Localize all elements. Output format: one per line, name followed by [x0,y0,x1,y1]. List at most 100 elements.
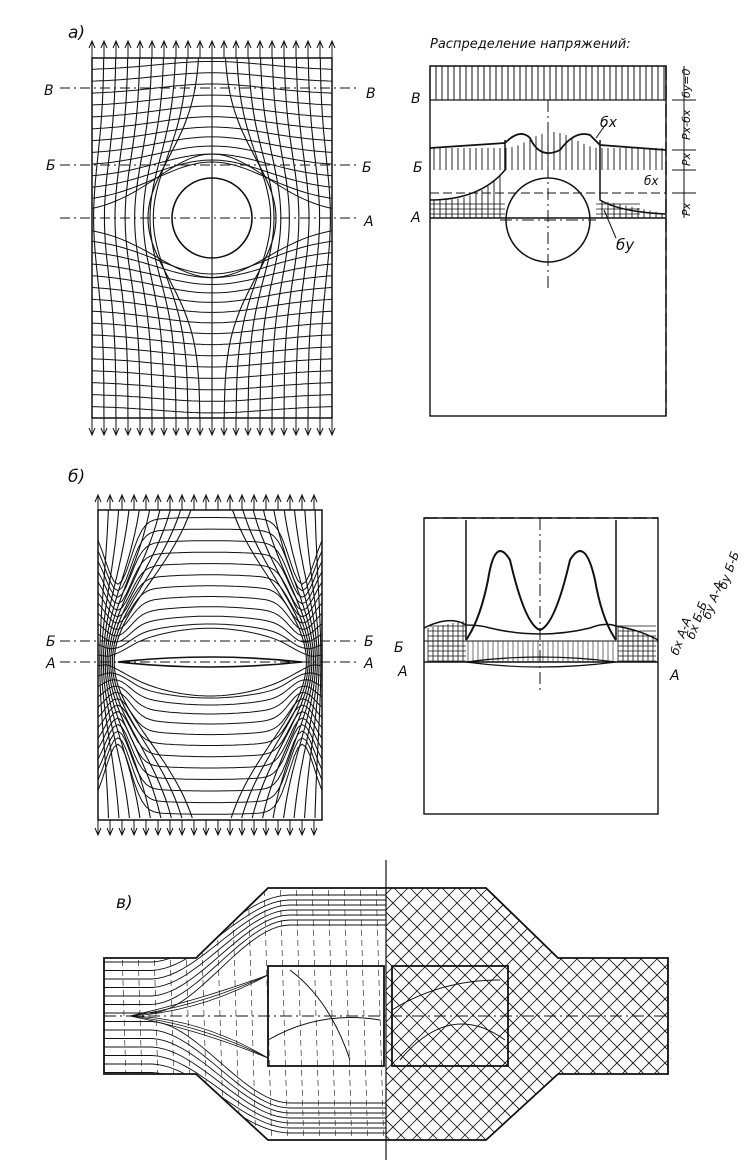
b-sigma-y-curve [423,619,659,641]
mesh-line-antidiagonal [738,880,749,1150]
trajectory-horizontal [97,737,323,804]
mesh-spacer [0,870,386,1160]
joint-dashed-trajectory [215,888,225,1140]
b-label-sy-bb: бy Б-Б [716,549,743,591]
load-arrowhead-top [130,493,138,503]
trajectory-vertical [152,57,189,419]
trajectory-vertical [303,509,320,819]
joint-trajectory-fan [129,1015,269,1059]
load-arrowhead-top [274,493,282,503]
stress-band-b [433,132,663,170]
trajectory-horizontal [97,517,323,585]
load-arrowhead-bottom [220,427,228,437]
mesh-line-diagonal [386,888,497,1140]
mesh-line-antidiagonal [465,888,668,1140]
load-arrowhead-top [232,39,240,49]
load-arrowhead-bottom [292,427,300,437]
trajectory-vertical [104,509,141,819]
mesh-line-antidiagonal [449,888,668,1140]
mesh-line-antidiagonal [706,880,749,1150]
trajectory-horizontal [97,672,323,699]
load-arrowhead-bottom [88,427,96,437]
b-dist-label-b: Б [394,640,404,656]
load-arrowhead-bottom [202,827,210,837]
trajectory-horizontal [97,528,323,592]
load-arrowhead-bottom [208,427,216,437]
load-arrowhead-top [106,493,114,503]
mesh-line-diagonal [66,880,336,1150]
trajectory-vertical [103,57,117,419]
joint-dashed-trajectory [327,888,337,1140]
trajectory-horizontal [91,60,333,70]
trajectory-horizontal [91,370,333,379]
panel-a-circular-hole [171,177,253,259]
trajectory-horizontal [97,679,323,706]
trajectory-vertical [101,509,120,819]
load-arrowhead-bottom [316,427,324,437]
load-arrowhead-bottom [178,827,186,837]
trajectory-horizontal [97,627,323,657]
trajectory-horizontal [97,574,323,618]
joint-dashed-trajectory [375,888,385,1140]
mesh-line-diagonal [706,880,749,1150]
joint-right-mesh [0,870,749,1160]
section-label-v-left: В [44,83,54,99]
trajectory-horizontal [91,116,333,130]
load-arrowhead-top [280,39,288,49]
panel-a-stress-distribution: Распределение напряжений: В Б А бx бx бy… [410,37,696,417]
mesh-line-diagonal [82,880,352,1150]
mesh-line-diagonal [641,888,668,1140]
load-arrowhead-top [172,39,180,49]
mesh-line-antidiagonal [386,888,577,1140]
load-arrowhead-top [196,39,204,49]
b-label-b-right: Б [364,634,374,650]
sigma-x-curve-a-left [429,140,506,201]
stress-band-a [430,175,663,218]
mesh-line-diagonal [738,880,749,1150]
mesh-line-antidiagonal [674,880,749,1150]
trajectory-horizontal [91,358,333,368]
joint-dashed-trajectory [359,888,369,1140]
trajectory-horizontal [91,105,333,118]
trajectory-horizontal [91,346,333,357]
load-arrowhead-top [310,493,318,503]
mesh-line-diagonal [722,880,749,1150]
load-arrowhead-top [166,493,174,503]
mesh-line-antidiagonal [386,888,465,1140]
joint-dashed-trajectory [167,888,177,1140]
trajectory-horizontal [97,623,323,650]
mesh-line-diagonal [529,888,668,1140]
trajectory-horizontal [91,263,333,286]
mesh-line-diagonal [386,888,433,1140]
trajectory-horizontal [97,724,323,781]
joint-dashed-trajectory [295,888,305,1140]
b-label-b-left: Б [46,634,56,650]
mesh-line-antidiagonal [386,888,561,1140]
distribution-title: Распределение напряжений: [430,37,631,52]
load-arrowhead-bottom [328,427,336,437]
load-arrowhead-bottom [268,427,276,437]
joint-trajectory [104,1063,386,1129]
b-dist-label-a-right: А [669,668,680,684]
trajectory-horizontal [97,730,323,792]
joint-trajectory-fan [129,1015,269,1059]
load-arrowhead-top [124,39,132,49]
load-arrowhead-bottom [256,427,264,437]
joint-dashed-trajectory [231,888,241,1140]
trajectory-horizontal [97,615,323,643]
section-label-b-left: Б [46,158,56,174]
mesh-line-diagonal [690,880,749,1150]
joint-trajectory-fan [129,974,269,1017]
load-arrowhead-bottom [244,427,252,437]
joint-trajectory [104,914,386,997]
load-arrowhead-bottom [166,827,174,837]
trajectory-horizontal [91,126,333,142]
load-arrowhead-bottom [232,427,240,437]
load-arrowhead-top [154,493,162,503]
load-arrowhead-top [118,493,126,503]
joint-trajectory [104,919,386,1005]
trajectory-vertical [114,58,129,418]
trajectory-horizontal [91,159,333,188]
load-arrowhead-bottom [214,827,222,837]
